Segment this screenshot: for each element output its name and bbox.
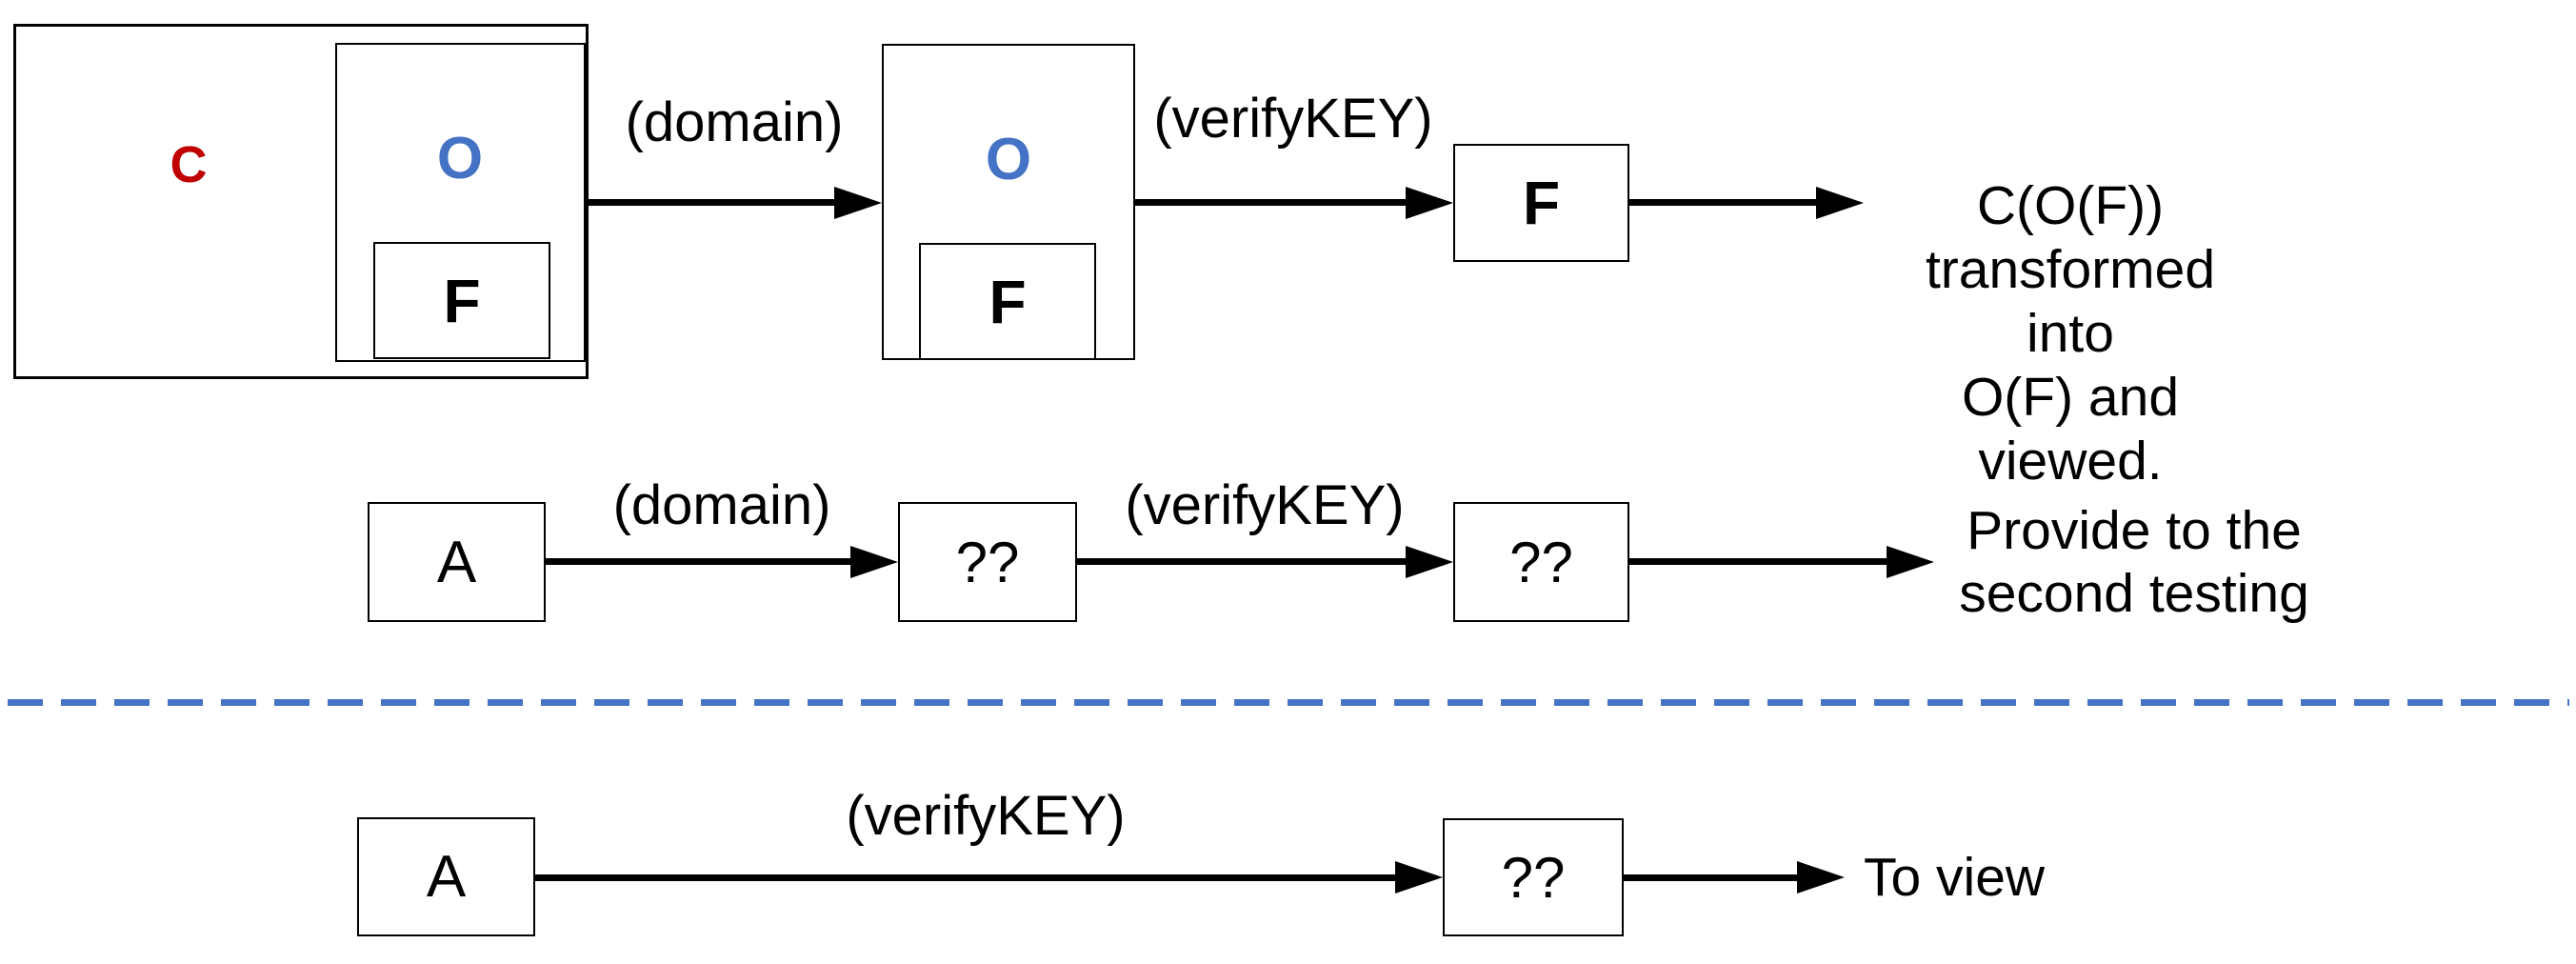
result-text-row3: To view — [1864, 847, 2046, 908]
result-text-row2-line2: second testing — [1959, 563, 2309, 624]
arrow-label-row3-verifykey: (verifyKEY) — [846, 785, 1126, 847]
result-text-row1-line1: C(O(F)) transformed into — [1925, 175, 2216, 364]
arrowhead-icon — [1816, 187, 1864, 219]
question-box-row2-1: ?? — [898, 502, 1077, 622]
result-text-row2: Provide to the second testing — [1953, 499, 2315, 625]
o-label-2: O — [985, 127, 1032, 192]
arrow-label-row1-verifykey: (verifyKEY) — [1153, 88, 1433, 150]
arrowhead-icon — [1406, 546, 1453, 578]
arrowhead-icon — [834, 187, 882, 219]
arrowhead-icon — [1395, 861, 1443, 894]
o-label-1: O — [436, 126, 484, 191]
arrow-shaft-row3-verifykey — [535, 874, 1395, 881]
dashed-divider — [8, 699, 2569, 706]
arrowhead-icon — [1406, 187, 1453, 219]
f-label-1: F — [443, 266, 481, 335]
f-label-2: F — [988, 267, 1027, 336]
arrow-label-row2-domain: (domain) — [612, 474, 831, 536]
a-label-row3: A — [426, 844, 467, 910]
f-box-3: F — [1453, 144, 1629, 262]
question-label-row2-1: ?? — [955, 530, 1020, 594]
result-text-row1-line2: O(F) and viewed. — [1961, 367, 2180, 492]
arrowhead-icon — [1797, 861, 1845, 894]
question-label-row2-2: ?? — [1509, 530, 1573, 594]
arrow-shaft-row2-domain — [546, 558, 850, 565]
f-box-2: F — [919, 243, 1096, 360]
a-box-row2: A — [368, 502, 546, 622]
result-text-row1: C(O(F)) transformed into O(F) and viewed… — [1880, 174, 2261, 493]
arrow-label-row1-domain: (domain) — [625, 91, 844, 153]
f-label-3: F — [1522, 169, 1561, 237]
question-box-row2-2: ?? — [1453, 502, 1629, 622]
f-box-1: F — [373, 242, 550, 359]
result-text-row2-line1: Provide to the — [1967, 500, 2302, 561]
arrow-shaft-row2-verifykey — [1077, 558, 1406, 565]
arrow-shaft-row1-verifykey — [1135, 199, 1406, 206]
arrow-label-row2-verifykey: (verifyKEY) — [1125, 474, 1405, 536]
arrow-shaft-row2-result — [1629, 558, 1887, 565]
arrowhead-icon — [850, 546, 898, 578]
arrow-shaft-row1-domain — [589, 199, 834, 206]
arrow-shaft-row3-result — [1624, 874, 1797, 881]
question-label-row3: ?? — [1501, 845, 1566, 910]
question-box-row3: ?? — [1443, 818, 1624, 936]
a-label-row2: A — [436, 529, 477, 595]
arrowhead-icon — [1887, 546, 1934, 578]
outer-c-box — [13, 24, 589, 379]
c-label: C — [170, 136, 208, 193]
inner-o-box-1 — [335, 43, 586, 362]
a-box-row3: A — [357, 817, 535, 936]
arrow-shaft-row1-result — [1629, 199, 1816, 206]
